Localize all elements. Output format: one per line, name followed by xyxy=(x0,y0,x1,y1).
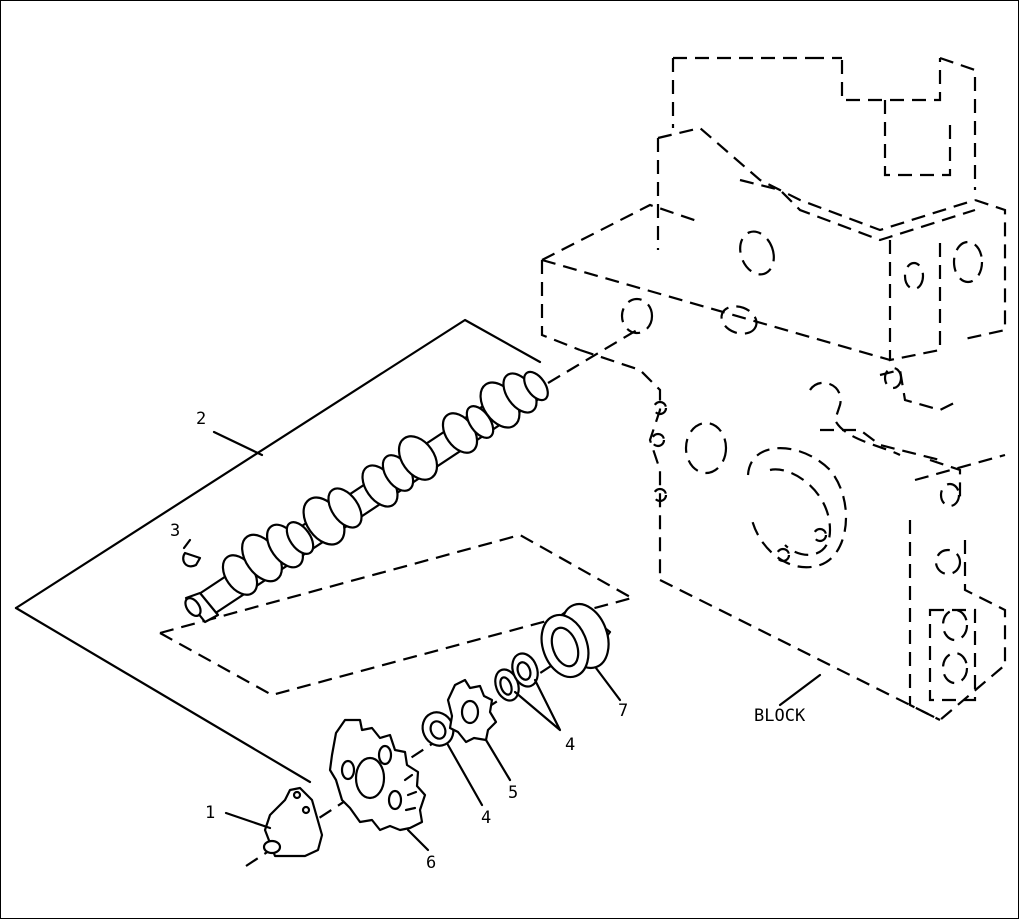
part-1-housing xyxy=(262,786,324,858)
part-6-gear xyxy=(328,718,427,832)
callout-7: 7 xyxy=(618,701,628,721)
callout-block: BLOCK xyxy=(754,706,806,726)
part-7-bushing xyxy=(540,602,612,679)
callout-5: 5 xyxy=(508,783,518,803)
camshaft-centerline xyxy=(547,329,638,384)
callout-2: 2 xyxy=(196,409,206,429)
woodruff-key xyxy=(182,538,202,568)
engine-block xyxy=(540,56,1007,722)
part-4-bearings-pair xyxy=(494,652,539,702)
part-5-sprocket xyxy=(446,678,498,744)
callout-1: 1 xyxy=(205,803,215,823)
camshaft xyxy=(184,370,549,624)
callout-3: 3 xyxy=(170,521,180,541)
callout-4-bearings: 4 xyxy=(565,735,575,755)
callout-labels: 2 3 1 6 4 5 4 7 BLOCK xyxy=(170,409,806,873)
bearing-group-bracket xyxy=(159,533,633,697)
callout-4-washer: 4 xyxy=(481,808,491,828)
leader-lines xyxy=(212,430,822,852)
camshaft-assembly-bracket xyxy=(14,318,542,784)
callout-6: 6 xyxy=(426,853,436,873)
